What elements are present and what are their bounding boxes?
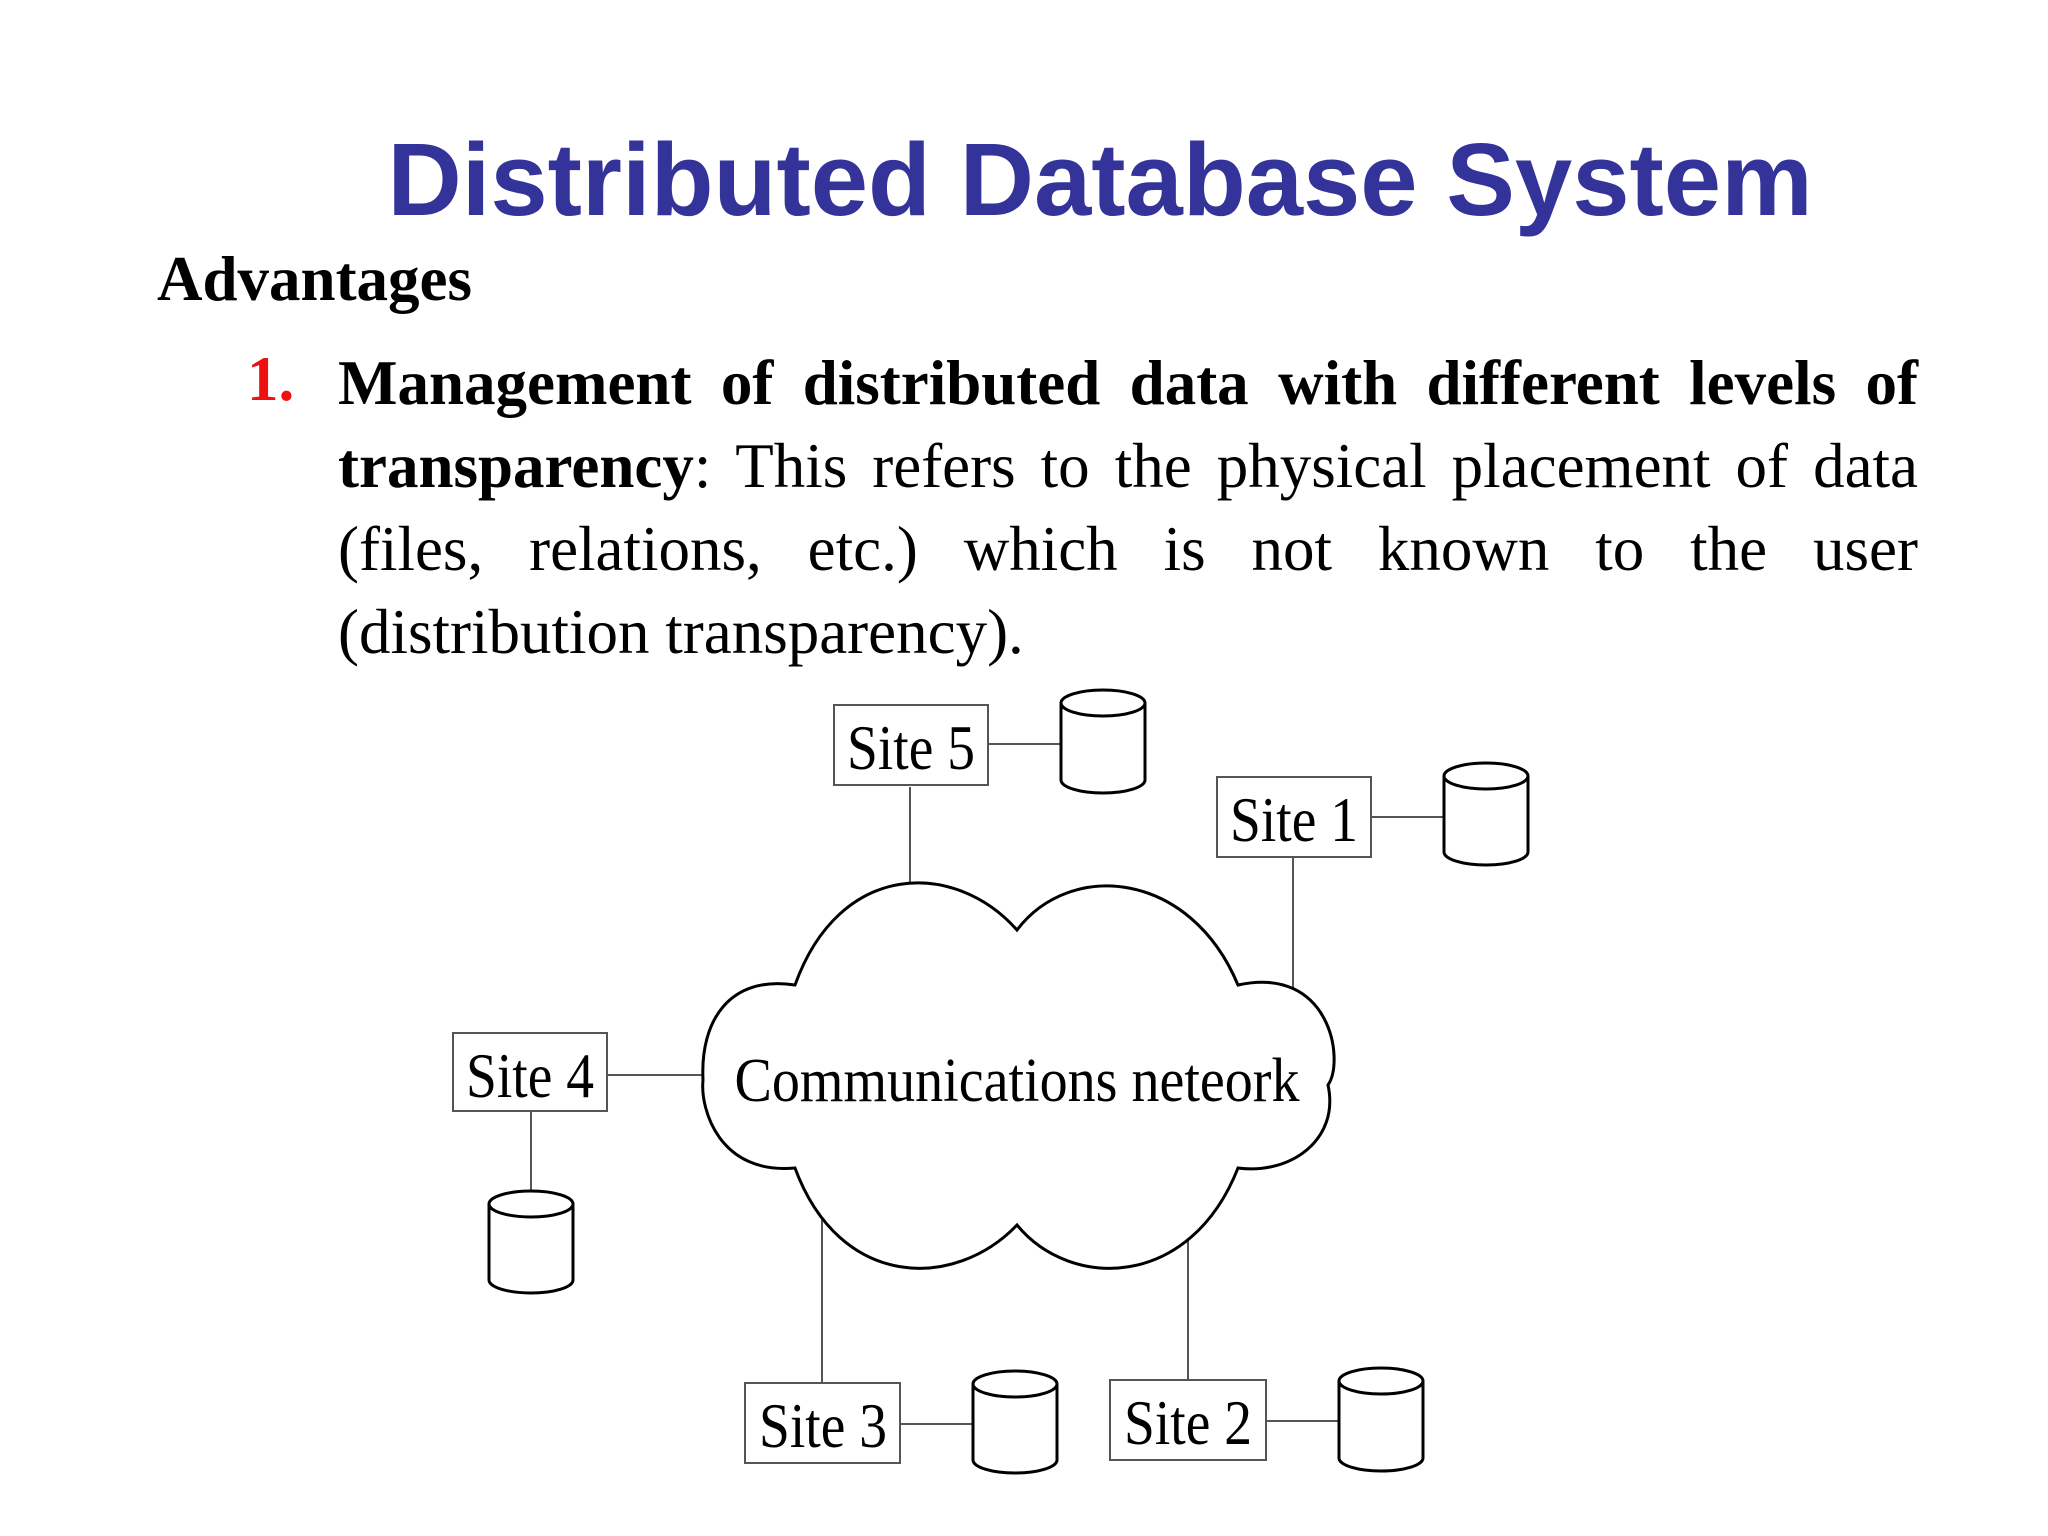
site-2: Site 2 — [1109, 1379, 1267, 1461]
database-icon — [487, 1189, 575, 1295]
site-label: Site 5 — [847, 712, 975, 783]
site-1: Site 1 — [1216, 776, 1372, 858]
site-label: Site 4 — [466, 1040, 594, 1111]
site-4: Site 4 — [452, 1032, 608, 1112]
list-item-bold-text: Management of distributed data with diff… — [338, 348, 1918, 501]
site-label: Site 2 — [1124, 1387, 1252, 1458]
list-item-text: Management of distributed data with diff… — [338, 342, 1918, 674]
site-box — [833, 704, 989, 786]
database-icon — [971, 1369, 1059, 1475]
site-box — [744, 1382, 901, 1464]
site-5: Site 5 — [833, 704, 989, 786]
network-label: Communications neteork — [735, 1047, 1300, 1115]
list-number: 1. — [247, 344, 295, 414]
connection-lines — [530, 743, 1443, 1425]
site-label: Site 3 — [759, 1390, 887, 1461]
site-box — [1216, 776, 1372, 858]
site-box — [452, 1032, 608, 1112]
database-icon — [1442, 761, 1530, 867]
page-title: Distributed Database System — [387, 122, 1813, 237]
database-icon — [1059, 688, 1147, 795]
cloud-icon — [701, 881, 1336, 1270]
site-label: Site 1 — [1230, 784, 1358, 855]
database-icon — [1337, 1366, 1425, 1473]
list-item-body-text: : This refers to the physical placement … — [338, 431, 1918, 667]
site-3: Site 3 — [744, 1382, 901, 1464]
section-heading: Advantages — [157, 244, 473, 314]
site-box — [1109, 1379, 1267, 1461]
